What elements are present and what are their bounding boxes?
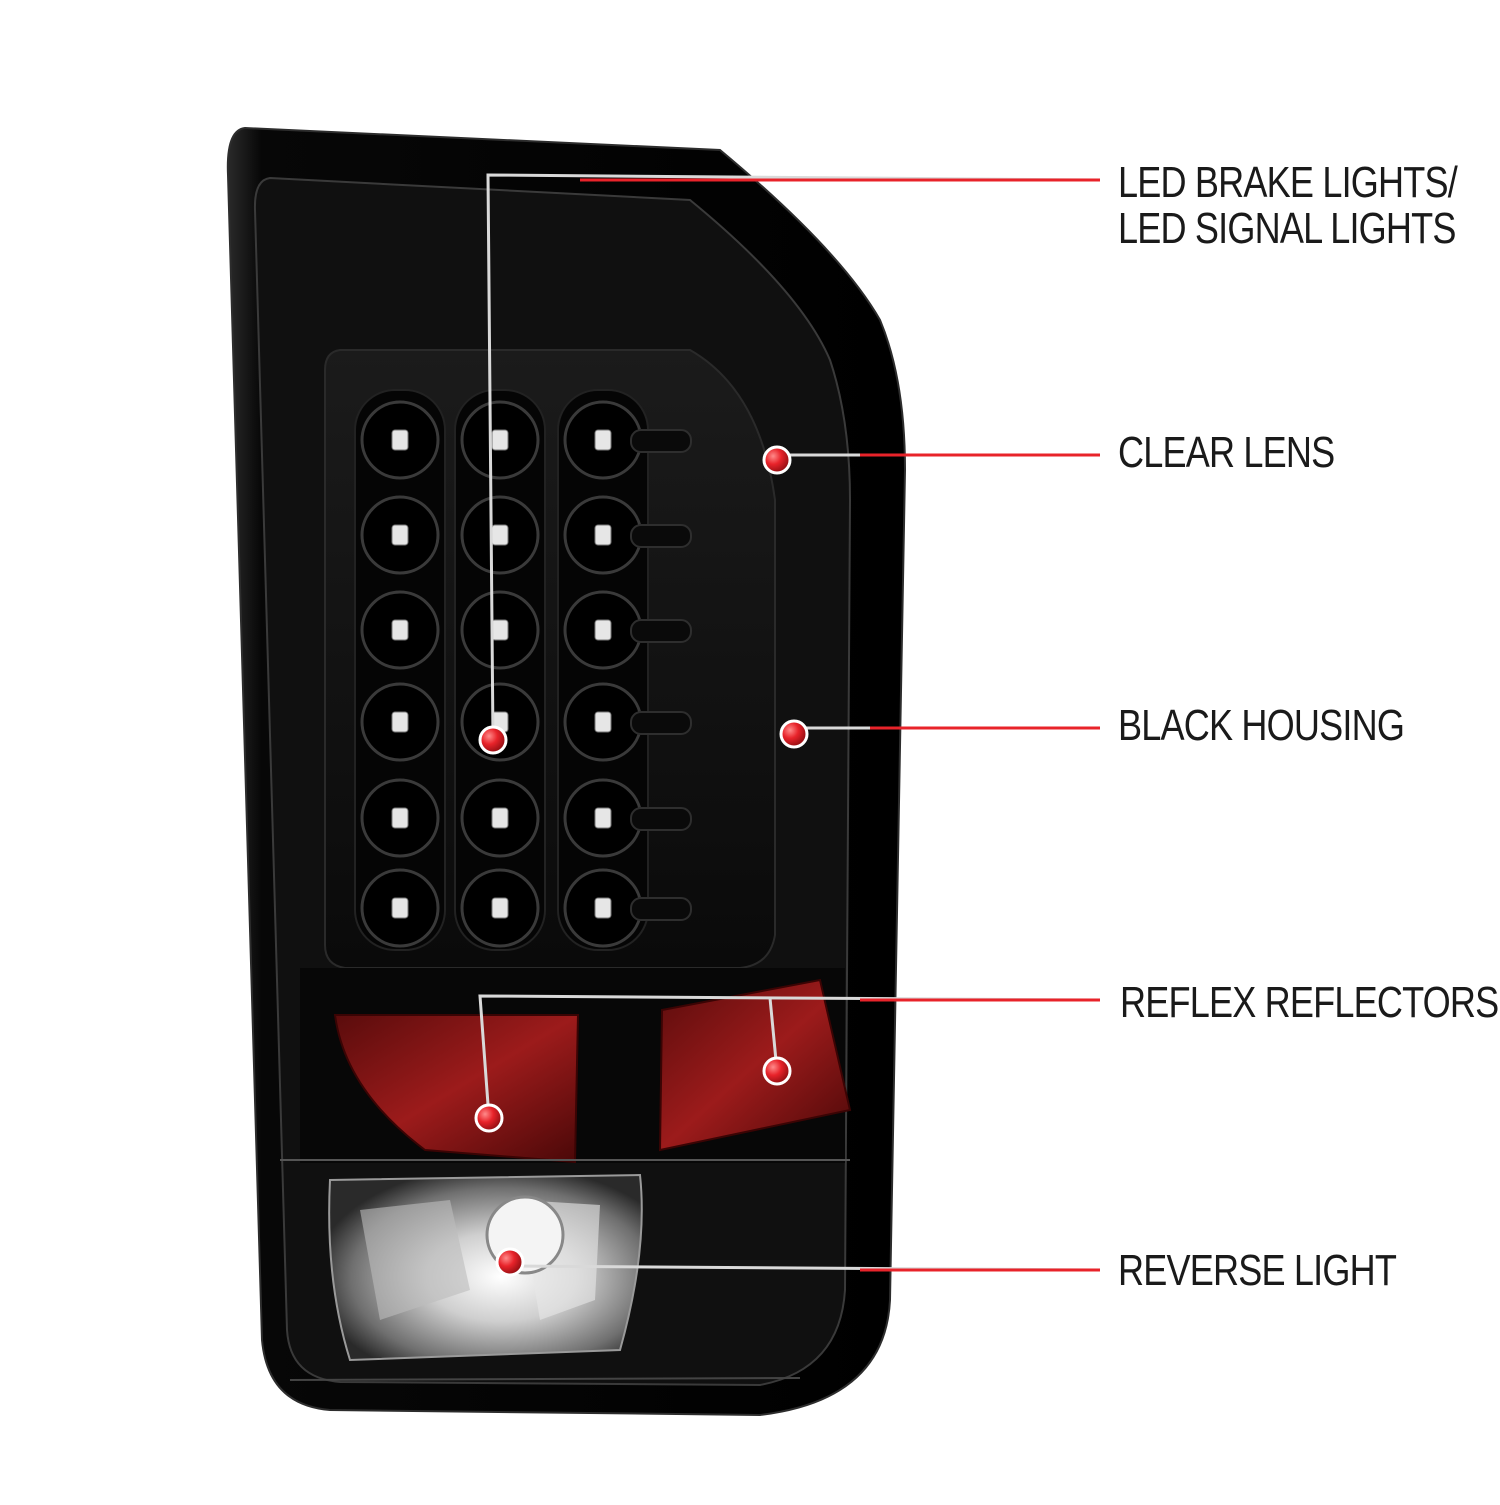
led-chip — [594, 524, 612, 546]
marker-reflex-right — [762, 1056, 792, 1086]
callout-black-housing-label: BLACK HOUSING — [1118, 701, 1405, 750]
led-chip — [594, 711, 612, 733]
led-chip — [491, 429, 509, 451]
led-chip — [391, 524, 409, 546]
led-chip — [391, 807, 409, 829]
marker-black-housing — [779, 719, 809, 749]
led-chip — [491, 807, 509, 829]
callout-markers — [474, 445, 809, 1277]
led-chip — [594, 807, 612, 829]
led-tab — [630, 807, 692, 831]
callout-led-label-line2: LED SIGNAL LIGHTS — [1118, 204, 1456, 253]
led-chip — [491, 524, 509, 546]
reflex-reflector-left — [333, 1014, 580, 1164]
led-tab — [630, 897, 692, 921]
led-chip — [491, 619, 509, 641]
callout-led-label-line1: LED BRAKE LIGHTS/ — [1118, 158, 1458, 207]
marker-reverse — [495, 1247, 525, 1277]
leader-line-led — [486, 173, 1101, 741]
led-tab — [630, 619, 692, 643]
led-grid — [360, 400, 692, 948]
marker-clear-lens — [762, 445, 792, 475]
led-chip — [391, 429, 409, 451]
reflex-reflector-right — [658, 978, 852, 1152]
callout-reverse-light-label: REVERSE LIGHT — [1118, 1246, 1397, 1295]
callout-reflex-reflectors-label: REFLEX REFLECTORS — [1120, 978, 1499, 1027]
led-chip — [391, 619, 409, 641]
led-chip — [491, 897, 509, 919]
leader-lines — [478, 173, 1101, 1272]
housing-seam — [289, 1377, 801, 1381]
marker-reflex-left — [474, 1103, 504, 1133]
led-chip — [391, 711, 409, 733]
led-tab — [630, 711, 692, 735]
led-chip — [594, 429, 612, 451]
reverse-facet — [360, 1200, 470, 1320]
led-tab — [630, 429, 692, 453]
led-chip — [391, 897, 409, 919]
led-tab — [630, 524, 692, 548]
led-chip — [594, 619, 612, 641]
marker-led — [478, 725, 508, 755]
callout-clear-lens-label: CLEAR LENS — [1118, 428, 1335, 477]
led-chip — [594, 897, 612, 919]
